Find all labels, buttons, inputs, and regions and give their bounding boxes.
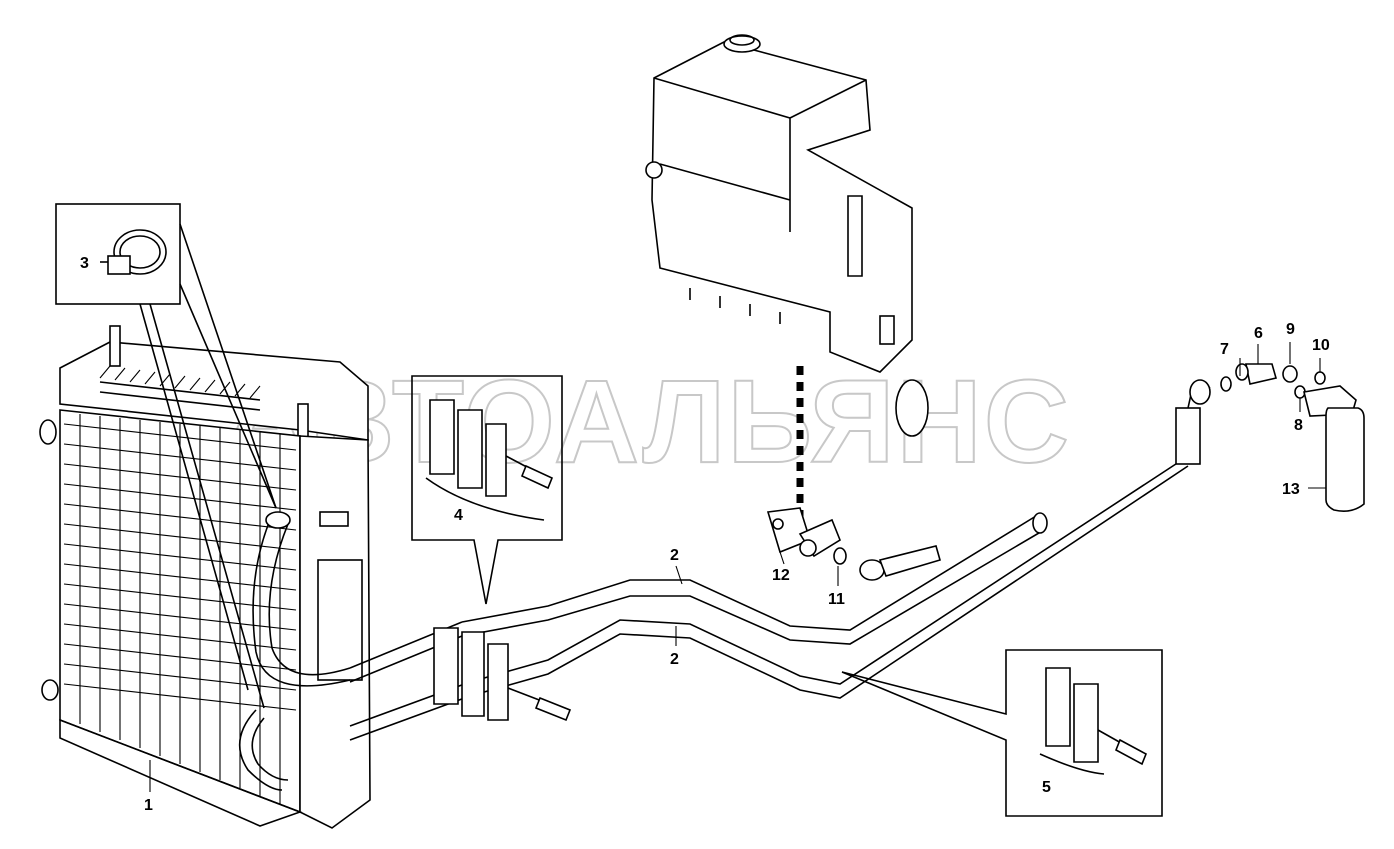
callout-8: 8 <box>1294 417 1303 434</box>
callout-4: 4 <box>454 507 463 524</box>
filter-13 <box>1325 407 1365 512</box>
o-ring-11 <box>833 547 847 565</box>
callout-9: 9 <box>1286 321 1295 338</box>
callout-2b: 2 <box>670 651 679 668</box>
leader-lines <box>149 342 1326 792</box>
callout-11: 11 <box>828 591 845 608</box>
pipe-2 <box>349 379 1211 741</box>
callout-6: 6 <box>1254 325 1263 342</box>
callout-7: 7 <box>1220 341 1229 358</box>
callout-5: 5 <box>1042 779 1051 796</box>
fitting-12 <box>766 507 841 558</box>
radiator-hoses <box>238 511 351 791</box>
detail-box-4 <box>411 375 563 605</box>
filter-group <box>1220 363 1365 512</box>
tube-clamp <box>433 627 572 722</box>
o-ring-10 <box>1314 371 1326 385</box>
callout-2a: 2 <box>670 547 679 564</box>
o-ring-7 <box>1220 376 1232 392</box>
radiator <box>39 325 371 829</box>
plug-9 <box>1282 365 1298 383</box>
hose-fitting <box>859 545 941 581</box>
callout-13: 13 <box>1282 481 1300 498</box>
callout-1: 1 <box>144 797 153 814</box>
detail-box-5 <box>841 649 1163 817</box>
callout-3: 3 <box>80 255 89 272</box>
callout-10: 10 <box>1312 337 1330 354</box>
callout-12: 12 <box>772 567 790 584</box>
expansion-tank <box>645 34 929 437</box>
detail-box-3 <box>55 203 277 709</box>
